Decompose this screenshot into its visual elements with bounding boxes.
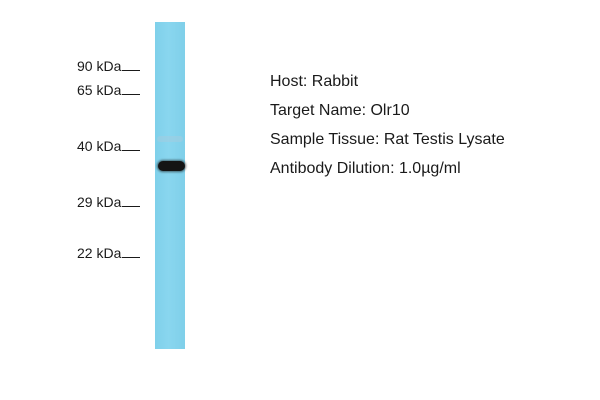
marker-label: 40 kDa bbox=[77, 138, 122, 154]
faint-band bbox=[157, 136, 183, 142]
marker-tick bbox=[122, 69, 141, 71]
blot-lane bbox=[155, 22, 185, 349]
target-name-text: Target Name: Olr10 bbox=[270, 102, 410, 119]
marker-label: 29 kDa bbox=[77, 194, 122, 210]
marker-tick bbox=[122, 93, 141, 95]
marker-tick bbox=[122, 256, 141, 258]
marker-40-kda: 40 kDa bbox=[77, 138, 141, 154]
marker-65-kda: 65 kDa bbox=[77, 82, 141, 98]
sample-tissue-text: Sample Tissue: Rat Testis Lysate bbox=[270, 131, 505, 148]
protein-band bbox=[158, 161, 185, 171]
marker-90-kda: 90 kDa bbox=[77, 58, 141, 74]
antibody-dilution-text: Antibody Dilution: 1.0µg/ml bbox=[270, 160, 461, 177]
marker-label: 22 kDa bbox=[77, 245, 122, 261]
marker-label: 65 kDa bbox=[77, 82, 122, 98]
marker-22-kda: 22 kDa bbox=[77, 245, 141, 261]
marker-tick bbox=[122, 149, 141, 151]
marker-29-kda: 29 kDa bbox=[77, 194, 141, 210]
marker-tick bbox=[122, 205, 141, 207]
marker-label: 90 kDa bbox=[77, 58, 122, 74]
host-text: Host: Rabbit bbox=[270, 73, 359, 90]
